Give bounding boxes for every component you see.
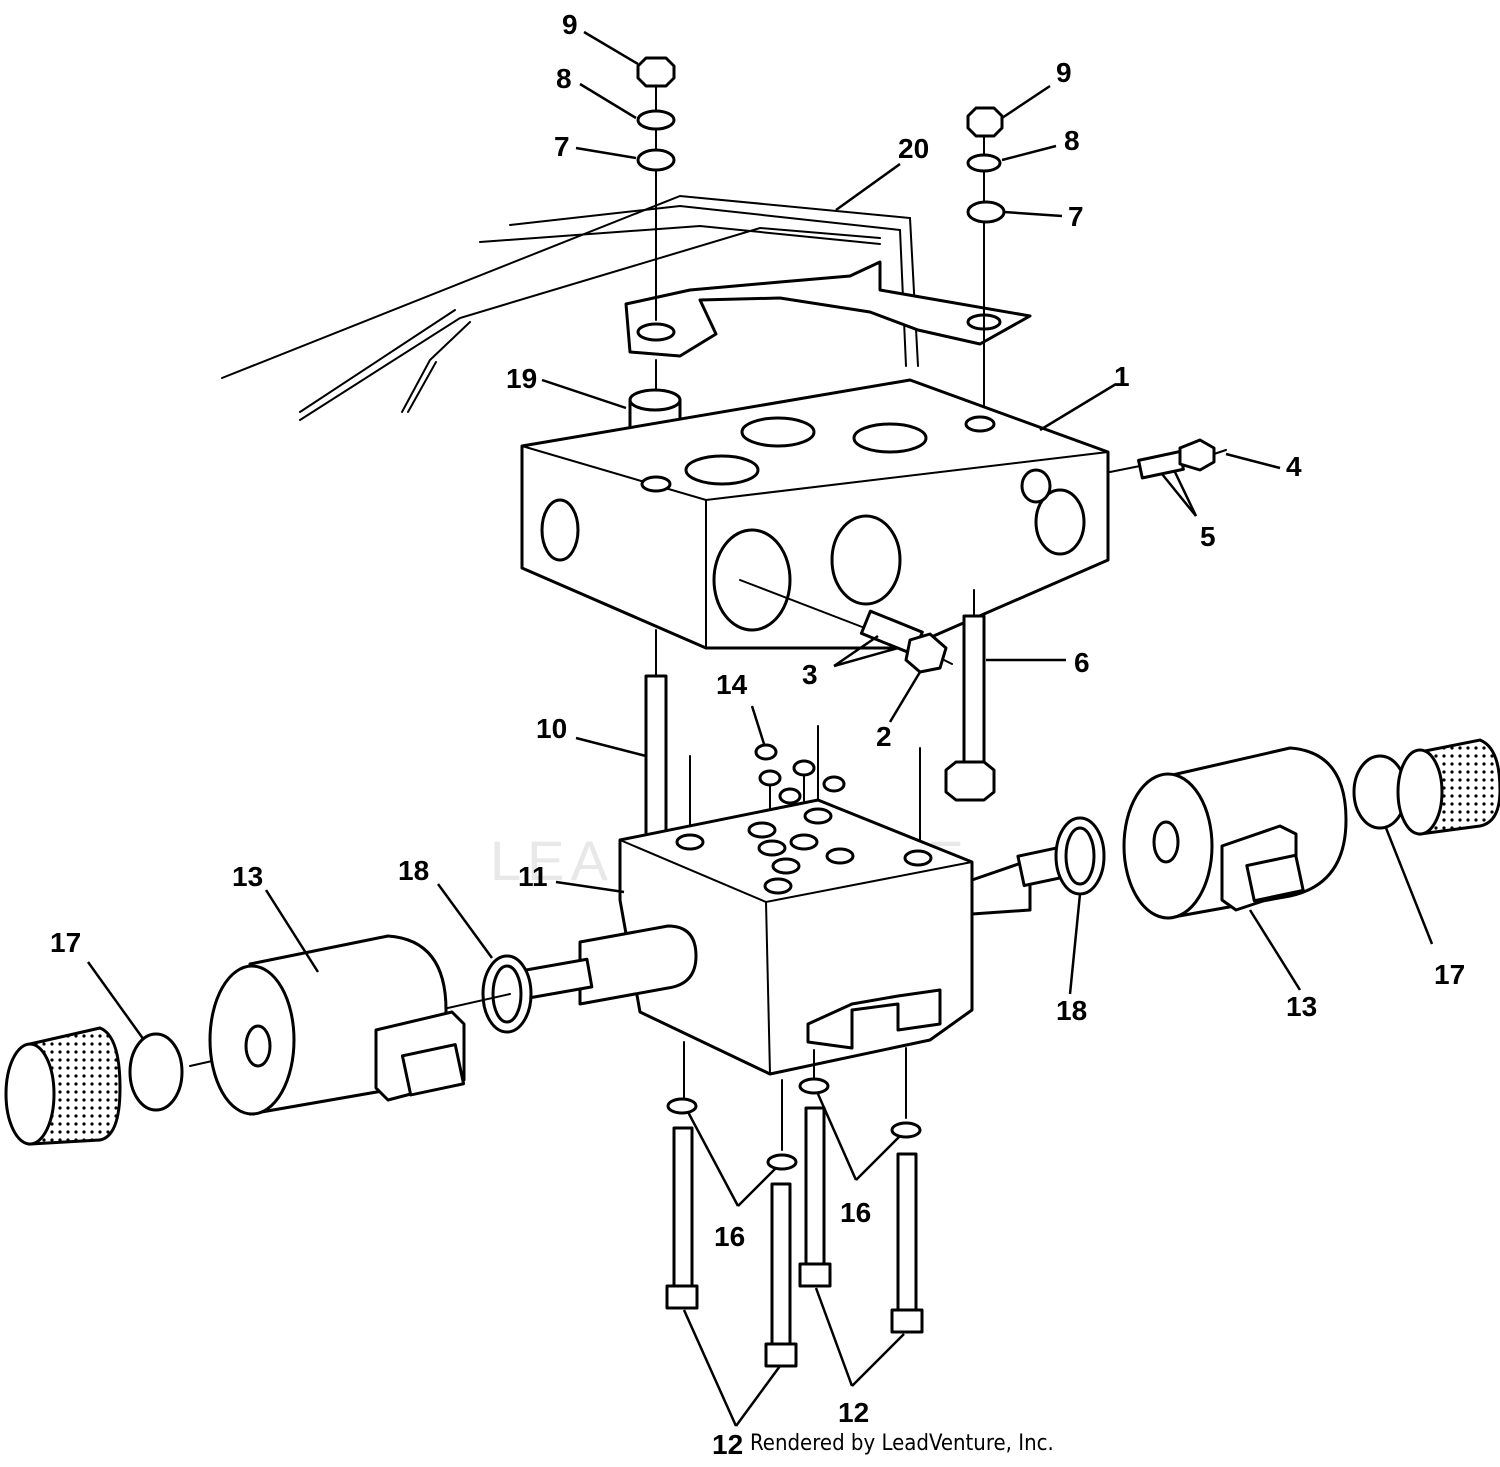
callout-6: 6 xyxy=(1074,647,1090,678)
callout-16: 16 xyxy=(714,1221,745,1252)
left-solenoid-coil xyxy=(4,934,533,1146)
callout-9: 9 xyxy=(562,9,578,40)
callout-4: 4 xyxy=(1286,451,1302,482)
frame-bracket xyxy=(221,194,1032,421)
callout-16: 16 xyxy=(840,1197,871,1228)
nut-washer-stack-right xyxy=(966,106,1006,421)
callout-20: 20 xyxy=(898,133,929,164)
callout-11: 11 xyxy=(518,861,548,892)
pressure-switch xyxy=(1109,438,1227,480)
callout-8: 8 xyxy=(556,63,572,94)
callout-10: 10 xyxy=(536,713,567,744)
callout-17: 17 xyxy=(50,927,81,958)
callout-9: 9 xyxy=(1056,57,1072,88)
callout-7: 7 xyxy=(1068,201,1084,232)
callout-13: 13 xyxy=(1286,991,1317,1022)
callout-13: 13 xyxy=(232,861,263,892)
callout-14: 14 xyxy=(716,669,748,700)
manifold-block xyxy=(520,378,1110,650)
callout-8: 8 xyxy=(1064,125,1080,156)
relief-valve xyxy=(739,579,953,674)
callout-5: 5 xyxy=(1200,521,1216,552)
callout-19: 19 xyxy=(506,363,537,394)
callout-18: 18 xyxy=(398,855,429,886)
valve-body xyxy=(506,798,1100,1076)
bolt-6 xyxy=(944,589,996,802)
callout-labels: 9 8 7 9 8 7 20 19 1 4 5 6 3 2 14 10 11 1… xyxy=(50,9,1465,1460)
right-solenoid-coil xyxy=(1054,738,1500,920)
callout-12: 12 xyxy=(712,1429,743,1460)
callout-7: 7 xyxy=(554,131,570,162)
callout-18: 18 xyxy=(1056,995,1087,1026)
callout-2: 2 xyxy=(876,721,892,752)
nut-washer-stack-left xyxy=(636,56,676,321)
callout-17: 17 xyxy=(1434,959,1465,990)
plugs-14 xyxy=(689,725,921,857)
bottom-bolts xyxy=(665,1041,924,1368)
callout-12: 12 xyxy=(838,1397,869,1428)
callout-3: 3 xyxy=(802,659,818,690)
callout-1: 1 xyxy=(1114,361,1130,392)
leader-lines xyxy=(86,30,1434,1427)
render-credit: Rendered by LeadVenture, Inc. xyxy=(750,1431,1054,1456)
